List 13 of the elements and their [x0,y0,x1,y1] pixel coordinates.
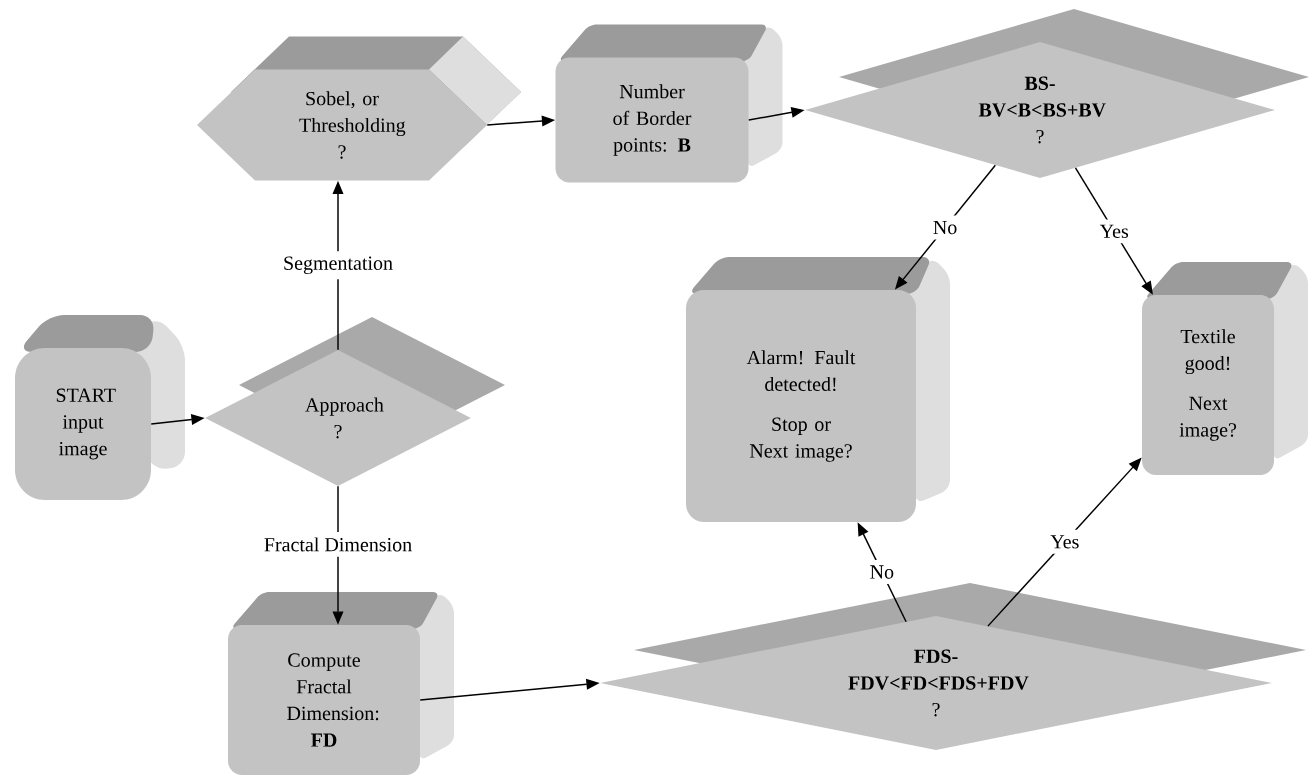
edge-label: No [927,215,963,240]
process-box: Number of Border points: B [555,24,783,183]
start-box: START input image [15,315,185,500]
edge-label: Segmentation [277,251,399,280]
edge-label: Fractal Dimension [258,532,418,557]
edge-label: Yes [1094,219,1135,244]
node-label: ? [338,145,346,159]
edge-label: No [864,560,900,584]
edge-label: Yes [1044,529,1085,554]
process-box: Textile good! Next image? [1142,262,1308,475]
process-box: Compute Fractal Dimension: FD [228,592,454,775]
process-box: Alarm! Fault detected! Stop or Next image? [686,257,950,522]
decision-hexagon: Sobel, or Thresholding ? [197,36,521,181]
